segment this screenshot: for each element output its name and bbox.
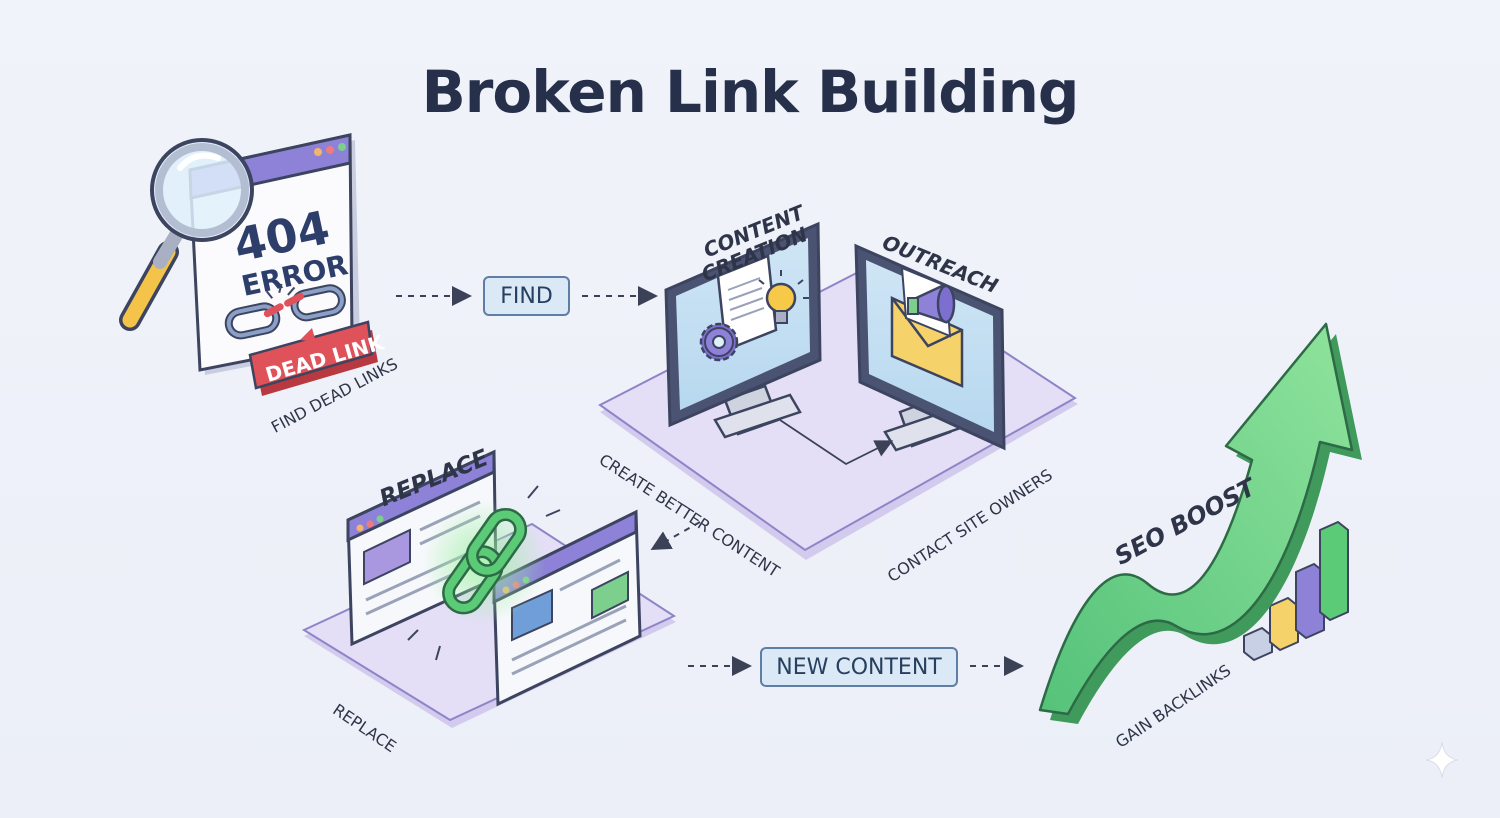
document-icon	[716, 254, 778, 352]
sparkle-icon	[1425, 741, 1459, 779]
new-content-step-pill: NEW CONTENT	[760, 647, 958, 687]
gear-icon	[699, 322, 739, 362]
chain-link-icon	[407, 485, 561, 661]
megaphone-icon	[907, 284, 956, 324]
flow-arrow-3	[779, 419, 894, 466]
dead-link-badge	[248, 320, 378, 396]
lightbulb-icon	[758, 270, 809, 324]
find-dead-links-stage: 404 ERROR DEAD LINK	[119, 133, 388, 396]
find-step-pill: FIND	[483, 276, 570, 316]
broken-chain-icon	[224, 283, 346, 340]
page-title: Broken Link Building	[421, 58, 1080, 126]
growth-arrow-icon	[1038, 322, 1362, 724]
old-page-window	[346, 449, 498, 647]
magnifier-icon	[119, 138, 254, 331]
flow-arrow-4	[650, 521, 701, 550]
new-page-window	[492, 509, 642, 707]
bar-chart-icon	[1243, 520, 1349, 662]
